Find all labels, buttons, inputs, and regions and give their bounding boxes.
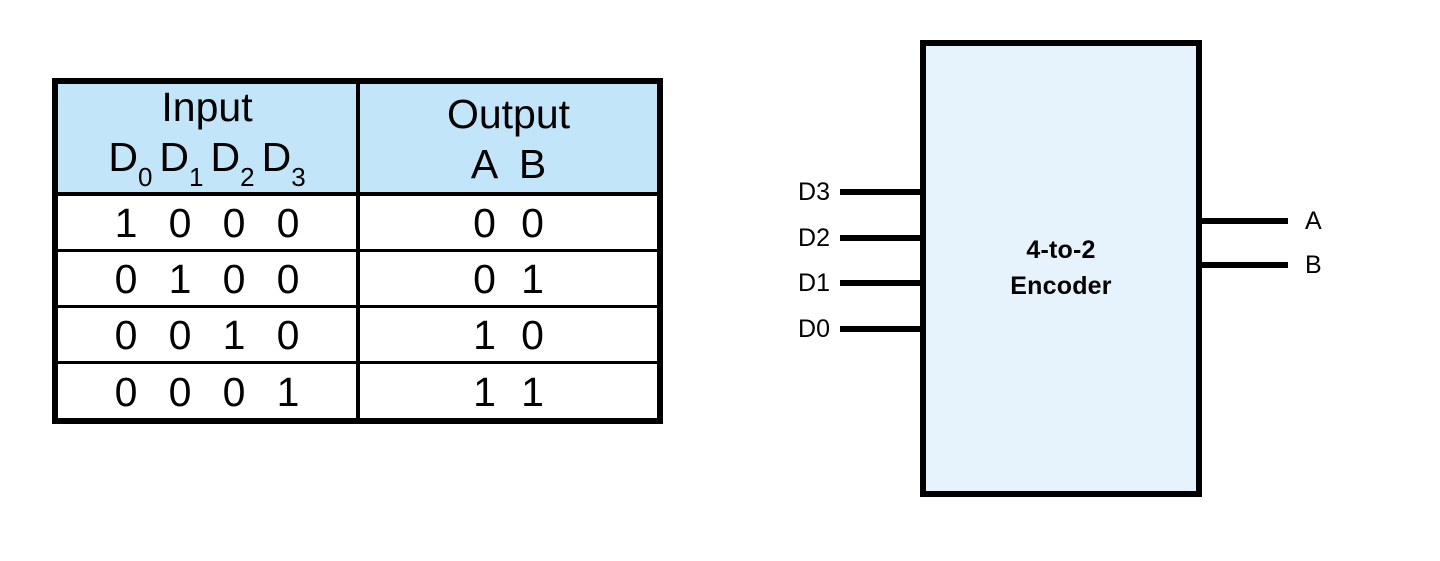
cell-b: 1 — [521, 255, 544, 302]
header-input-title: Input — [161, 84, 253, 130]
cell-d2: 1 — [222, 311, 246, 358]
signal-d1-subscript: 1 — [189, 162, 204, 192]
output-label-b: B — [1305, 251, 1322, 279]
input-wire-d1 — [840, 280, 924, 286]
cell-d1: 0 — [168, 311, 192, 358]
signal-d3-subscript: 3 — [291, 162, 306, 192]
signal-d1: D1 — [159, 133, 204, 192]
encoder-box — [920, 40, 1202, 497]
cell-a: 1 — [473, 311, 496, 358]
encoder-block-diagram: 4-to-2 Encoder D3 D2 D1 D0 A B — [760, 20, 1380, 520]
output-label-a: A — [1305, 207, 1322, 235]
cell-d3: 0 — [276, 255, 300, 302]
encoder-label-line2: Encoder — [1010, 272, 1112, 300]
encoder-box-label: 4-to-2 Encoder — [920, 232, 1202, 304]
input-label-d1: D1 — [798, 269, 830, 297]
signal-d2-subscript: 2 — [240, 162, 255, 192]
cell-d3: 0 — [276, 311, 300, 358]
cell-b: 0 — [521, 199, 544, 246]
encoder-label-line1: 4-to-2 — [1026, 236, 1096, 264]
cell-d0: 0 — [114, 369, 138, 415]
signal-b: B — [518, 141, 547, 187]
cell-d1: 0 — [168, 199, 192, 246]
signal-d3: D3 — [261, 133, 306, 192]
input-wire-d3 — [840, 189, 924, 195]
cell-d1: 0 — [168, 369, 192, 415]
cell-a: 1 — [473, 369, 496, 415]
signal-d0: D0 — [108, 133, 153, 192]
input-label-d3: D3 — [798, 178, 830, 206]
cell-a: 0 — [473, 255, 496, 302]
cell-d3: 1 — [276, 369, 300, 415]
signal-a: A — [470, 141, 499, 187]
cell-d0: 0 — [114, 311, 138, 358]
cell-b: 0 — [521, 311, 544, 358]
cell-d1: 1 — [168, 255, 192, 302]
input-wire-d2 — [840, 235, 924, 241]
signal-d0-subscript: 0 — [137, 162, 153, 192]
cell-b: 1 — [521, 369, 544, 415]
cell-a: 0 — [473, 199, 496, 246]
output-wire-a — [1202, 218, 1288, 224]
output-wire-b — [1202, 262, 1288, 268]
cell-d3: 0 — [276, 199, 300, 246]
cell-d0: 0 — [114, 255, 138, 302]
signal-d2: D2 — [210, 133, 255, 192]
input-label-d0: D0 — [798, 315, 830, 343]
cell-d2: 0 — [222, 255, 246, 302]
cell-d2: 0 — [222, 369, 246, 415]
cell-d2: 0 — [222, 199, 246, 246]
header-output-title: Output — [446, 91, 571, 137]
cell-d0: 1 — [114, 199, 138, 246]
input-wire-d0 — [840, 326, 924, 332]
input-label-d2: D2 — [798, 224, 830, 252]
